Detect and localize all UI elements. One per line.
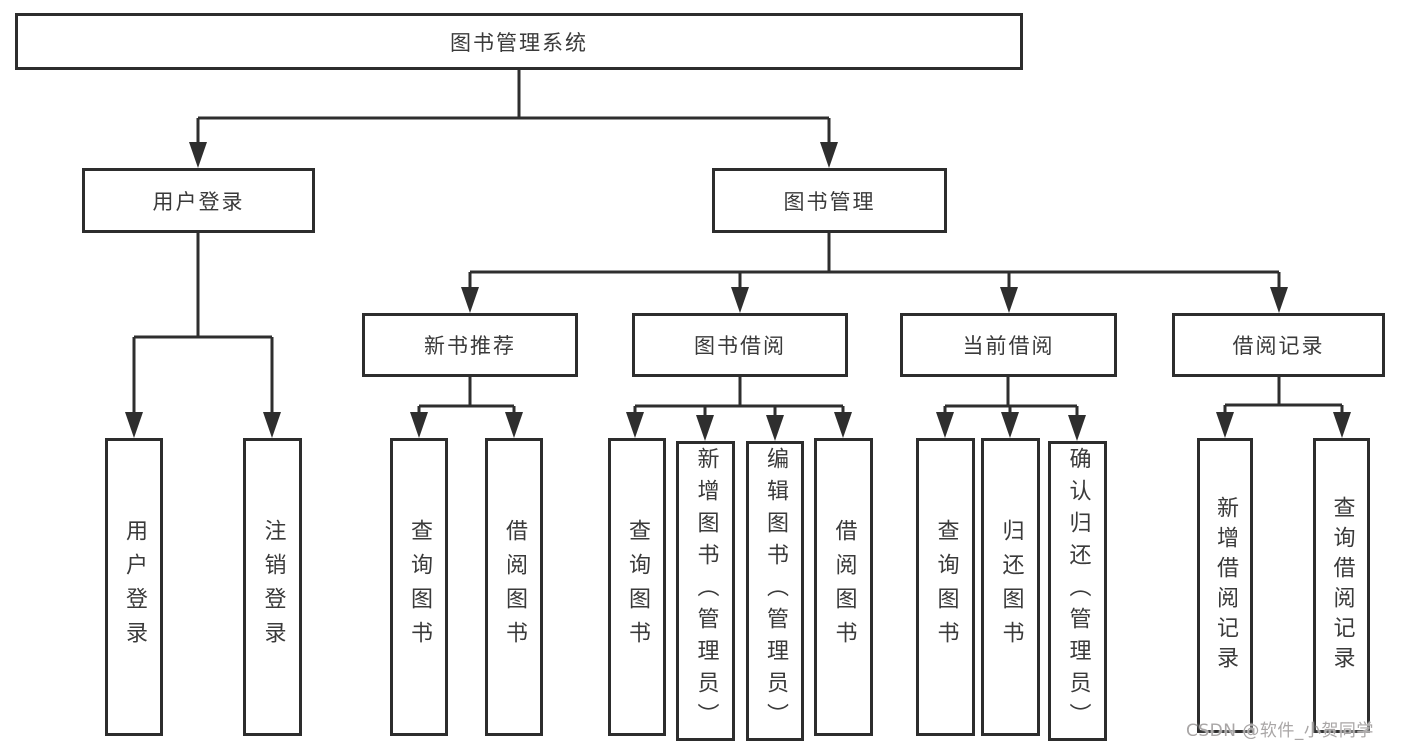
node-book-borrow: 图书借阅: [632, 313, 848, 377]
arrow-down-icon: [626, 412, 644, 438]
leaf-records-query-record: 查询借阅记录: [1313, 438, 1370, 733]
leaf-records-add-record-label: 新增借阅记录: [1213, 495, 1238, 676]
leaf-current-confirm-return-admin: 确认归还（管理员）: [1048, 441, 1107, 741]
leaf-borrow-add-books-admin-label: 新增图书（管理员）: [693, 447, 719, 735]
node-borrow-records: 借阅记录: [1172, 313, 1385, 377]
node-book-management-label: 图书管理: [783, 189, 876, 214]
node-borrow-records-label: 借阅记录: [1232, 334, 1325, 358]
leaf-current-return-books-label: 归还图书: [998, 519, 1024, 655]
arrow-down-icon: [410, 412, 428, 438]
arrow-down-icon: [766, 415, 784, 441]
node-book-management: 图书管理: [712, 168, 947, 233]
leaf-borrow-edit-books-admin: 编辑图书（管理员）: [746, 441, 804, 741]
leaf-user-login: 用户登录: [105, 438, 163, 736]
arrow-down-icon: [1270, 287, 1288, 313]
leaf-logout: 注销登录: [243, 438, 302, 736]
arrow-down-icon: [1333, 412, 1351, 438]
node-root: 图书管理系统: [15, 13, 1023, 70]
leaf-records-add-record: 新增借阅记录: [1197, 438, 1253, 733]
node-user-login: 用户登录: [82, 168, 315, 233]
leaf-current-return-books: 归还图书: [981, 438, 1040, 736]
leaf-recommend-borrow-books: 借阅图书: [485, 438, 543, 736]
arrow-down-icon: [731, 287, 749, 313]
node-root-label: 图书管理系统: [450, 30, 588, 55]
arrow-down-icon: [189, 142, 207, 168]
arrow-down-icon: [936, 412, 954, 438]
arrow-down-icon: [1216, 412, 1234, 438]
arrow-down-icon: [1068, 415, 1086, 441]
watermark: CSDN @软件_小贺同学: [1186, 721, 1374, 741]
node-current-borrow-label: 当前借阅: [962, 334, 1055, 358]
arrow-down-icon: [505, 412, 523, 438]
arrow-down-icon: [125, 412, 143, 438]
arrow-down-icon: [263, 412, 281, 438]
leaf-user-login-label: 用户登录: [122, 519, 147, 655]
arrow-down-icon: [820, 142, 838, 168]
leaf-borrow-borrow-books-label: 借阅图书: [831, 519, 857, 655]
leaf-current-query-books: 查询图书: [916, 438, 975, 736]
leaf-borrow-query-books: 查询图书: [608, 438, 666, 736]
node-new-book-recommend: 新书推荐: [362, 313, 578, 377]
leaf-current-query-books-label: 查询图书: [933, 519, 959, 655]
leaf-recommend-query-books-label: 查询图书: [407, 519, 432, 655]
arrow-down-icon: [461, 287, 479, 313]
leaf-borrow-edit-books-admin-label: 编辑图书（管理员）: [763, 447, 788, 735]
leaf-logout-label: 注销登录: [260, 519, 286, 655]
leaf-borrow-borrow-books: 借阅图书: [814, 438, 873, 736]
leaf-recommend-borrow-books-label: 借阅图书: [502, 519, 527, 655]
arrow-down-icon: [696, 415, 714, 441]
arrow-down-icon: [1000, 287, 1018, 313]
node-new-book-recommend-label: 新书推荐: [424, 334, 516, 358]
arrow-down-icon: [1001, 412, 1019, 438]
leaf-current-confirm-return-admin-label: 确认归还（管理员）: [1065, 447, 1091, 735]
node-book-borrow-label: 图书借阅: [694, 334, 786, 358]
arrow-down-icon: [834, 412, 852, 438]
leaf-borrow-add-books-admin: 新增图书（管理员）: [676, 441, 735, 741]
leaf-borrow-query-books-label: 查询图书: [625, 519, 650, 655]
leaf-recommend-query-books: 查询图书: [390, 438, 448, 736]
node-user-login-label: 用户登录: [152, 189, 245, 214]
node-current-borrow: 当前借阅: [900, 313, 1117, 377]
leaf-records-query-record-label: 查询借阅记录: [1329, 495, 1355, 676]
